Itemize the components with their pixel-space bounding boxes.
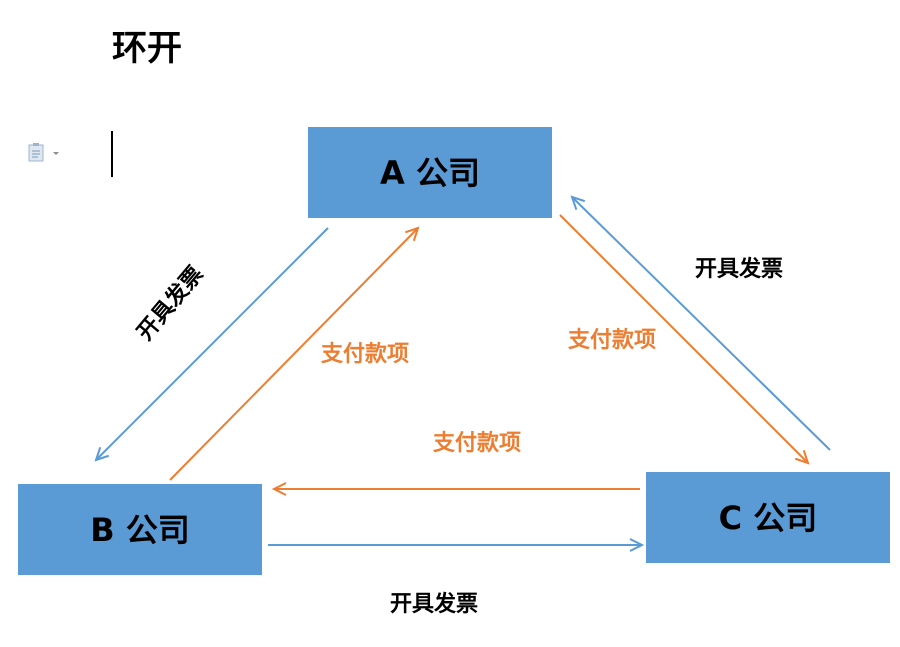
paste-options-icon[interactable] xyxy=(27,142,63,164)
node-company-c[interactable]: C 公司 xyxy=(646,472,890,563)
node-company-a[interactable]: A 公司 xyxy=(308,127,552,218)
edge-label-a-to-c: 支付款项 xyxy=(567,328,657,353)
text-cursor xyxy=(111,131,113,177)
edge-label-c-to-a: 开具发票 xyxy=(694,257,784,282)
arrow-c-to-a xyxy=(570,195,831,451)
edge-label-b-to-a: 支付款项 xyxy=(320,342,410,367)
arrow-a-to-c xyxy=(559,214,810,465)
node-label: B 公司 xyxy=(90,510,190,549)
node-label: A 公司 xyxy=(380,153,480,192)
clipboard-clip xyxy=(33,143,39,146)
arrow-b-to-a xyxy=(169,226,420,481)
chevron-down-icon xyxy=(53,152,59,155)
edge-label-b-to-c: 开具发票 xyxy=(389,592,479,617)
node-company-b[interactable]: B 公司 xyxy=(18,484,262,575)
page-title: 环开 xyxy=(112,29,183,69)
edge-label-c-to-b: 支付款项 xyxy=(432,431,522,456)
node-label: C 公司 xyxy=(718,498,818,537)
arrow-a-to-b xyxy=(94,227,329,462)
